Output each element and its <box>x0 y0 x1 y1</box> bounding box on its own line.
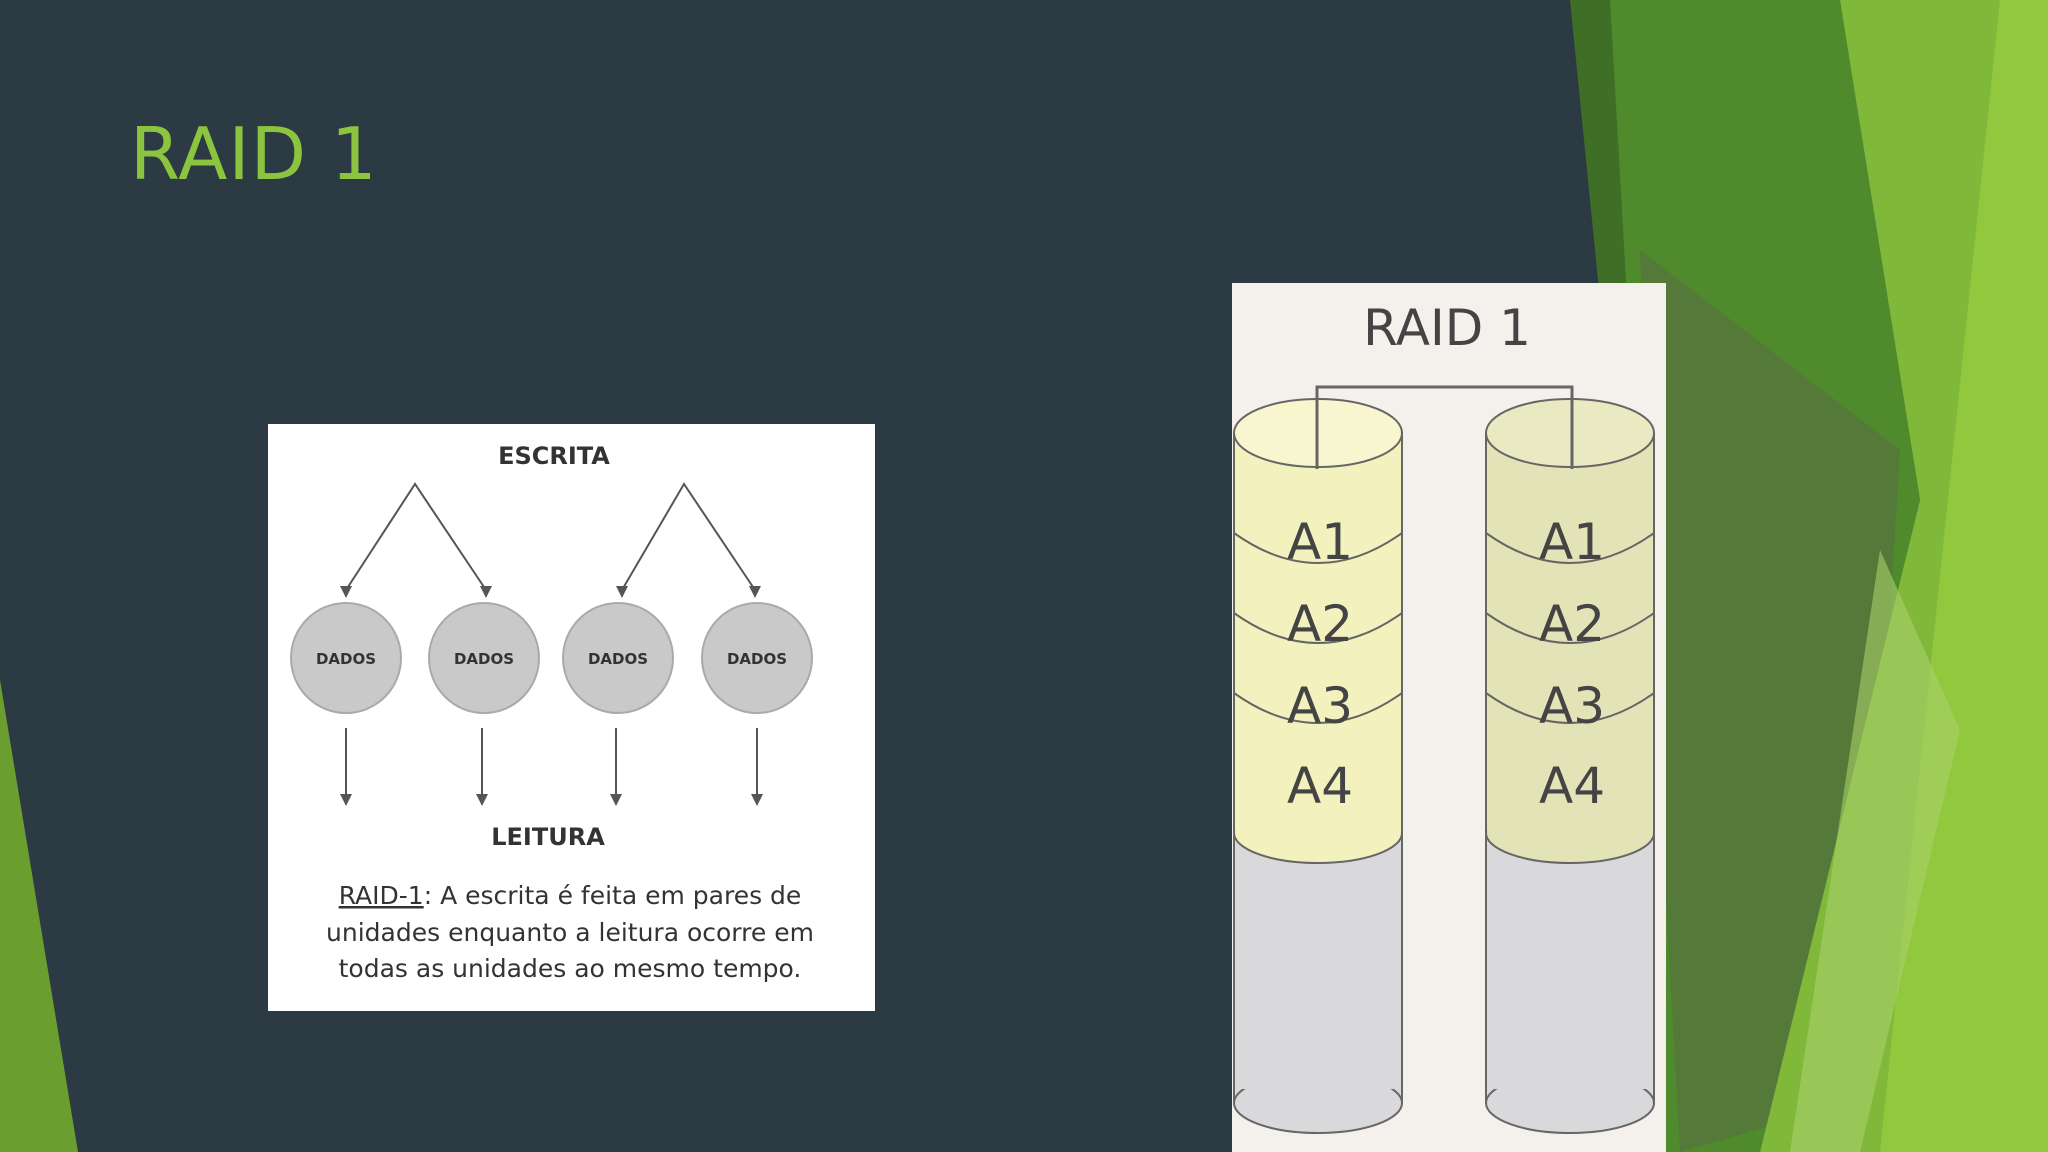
caption-raid1-link: RAID-1 <box>339 881 424 910</box>
leitura-label: LEITURA <box>491 823 605 851</box>
raid1-write-read-diagram: ESCRITA DADOS DADOS DADOS DADOS <box>268 424 875 1011</box>
disk-2-label: DADOS <box>454 650 514 668</box>
disk-3: DADOS <box>562 602 674 714</box>
disk1-block-a1: A1 <box>1287 513 1353 571</box>
slide-title: RAID 1 <box>130 112 378 196</box>
disk-2: DADOS <box>428 602 540 714</box>
disk2-block-a2: A2 <box>1539 595 1605 653</box>
caption-line-3: todas as unidades ao mesmo tempo. <box>339 954 802 983</box>
raid1-diagram-title: RAID 1 <box>1363 299 1531 357</box>
disk1-block-a3: A3 <box>1287 677 1353 735</box>
read-arrowheads <box>340 794 763 806</box>
caption-line-1-text: : A escrita é feita em pares de <box>424 881 802 910</box>
disk-1: DADOS <box>290 602 402 714</box>
disk-3-label: DADOS <box>588 650 648 668</box>
disk-1-label: DADOS <box>316 650 376 668</box>
caption-line-1: RAID-1: A escrita é feita em pares de <box>339 881 802 910</box>
disk2-block-a1: A1 <box>1539 513 1605 571</box>
disk2-block-a3: A3 <box>1539 677 1605 735</box>
raid1-mirror-diagram: RAID 1 A1 A2 A3 A4 <box>1232 283 1666 1152</box>
disk-4: DADOS <box>701 602 813 714</box>
disk-cylinder-1 <box>1233 387 1403 1134</box>
write-arrows <box>345 482 756 591</box>
right-light-shape <box>1790 550 1960 1152</box>
disk1-block-a2: A2 <box>1287 595 1353 653</box>
disk-4-label: DADOS <box>727 650 787 668</box>
disk-cylinder-2 <box>1485 387 1655 1134</box>
caption-line-2: unidades enquanto a leitura ocorre em <box>326 918 814 947</box>
escrita-label: ESCRITA <box>498 442 610 470</box>
disk1-block-a4: A4 <box>1287 757 1353 815</box>
left-green-shape <box>0 680 78 1152</box>
disk2-block-a4: A4 <box>1539 757 1605 815</box>
write-arrowheads <box>340 586 761 598</box>
read-arrows <box>345 728 758 796</box>
